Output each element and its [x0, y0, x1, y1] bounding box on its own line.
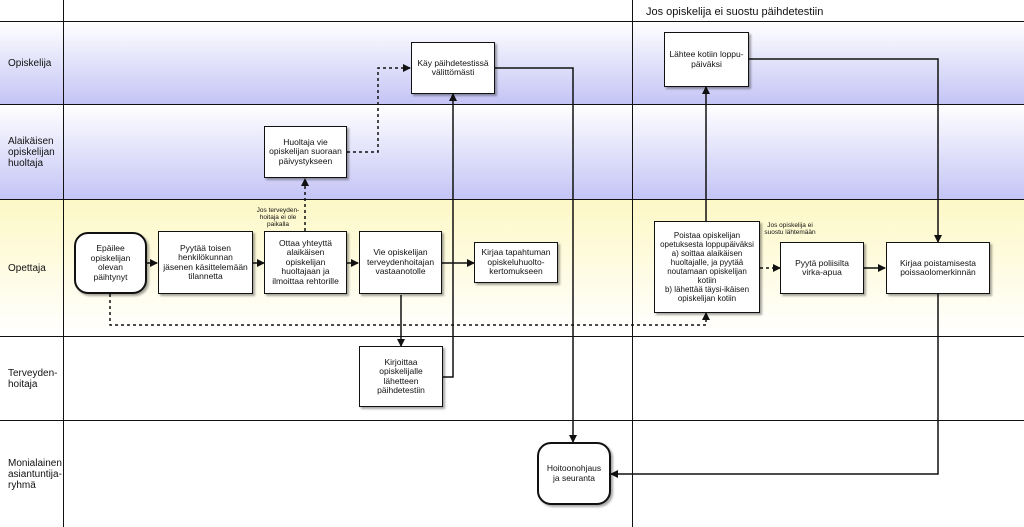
lane-terveydenhoitaja: Terveyden- hoitaja	[0, 337, 1024, 421]
header-divider	[0, 21, 1024, 22]
node-kirjaa-tapahtuman: Kirjaa tapahtuman opiskeluhuolto-kertomu…	[474, 242, 558, 283]
note-opiskelija-ei-suostu-lahtemaan: Jos opiskelija ei suostu lähtemään	[764, 222, 816, 236]
node-pyyta-poliisilta: Pyytä poliisilta virka-apua	[780, 242, 864, 294]
section-title: Jos opiskelija ei suostu päihdetestiin	[646, 6, 824, 18]
section-divider	[632, 0, 633, 527]
node-epailee: Epäilee opiskelijan olevan päihtynyt	[74, 232, 147, 294]
lane-huoltaja: Alaikäisen opiskelijan huoltaja	[0, 105, 1024, 200]
node-poistaa-opiskelijan: Poistaa opiskelijan opetuksesta loppupäi…	[654, 221, 760, 313]
label-column-divider	[63, 0, 64, 527]
lane-label-opettaja: Opettaja	[8, 262, 46, 274]
lane-label-monialainen-ryhma: Monialainen asiantuntija- ryhmä	[8, 457, 62, 491]
lane-label-opiskelija: Opiskelija	[8, 57, 52, 69]
lane-monialainen-ryhma: Monialainen asiantuntija- ryhmä	[0, 421, 1024, 527]
note-terveydenhoitaja-ei-paikalla: Jos terveyden- hoitaja ei ole paikalla	[256, 207, 300, 228]
lane-label-terveydenhoitaja: Terveyden- hoitaja	[8, 367, 58, 390]
node-vie-opiskelijan: Vie opiskelijan terveydenhoitajan vastaa…	[359, 231, 442, 294]
node-huoltaja-vie: Huoltaja vie opiskelijan suoraan päivyst…	[264, 126, 347, 178]
node-lahtee-kotiin: Lähtee kotiin loppu-päiväksi	[664, 32, 749, 87]
node-pyytaa-toisen: Pyytää toisen henkilökunnan jäsenen käsi…	[158, 231, 253, 294]
lane-opiskelija: Opiskelija	[0, 22, 1024, 105]
node-ottaa-yhteytta: Ottaa yhteyttä alaikäisen opiskelijan hu…	[264, 231, 347, 294]
node-kay-paihdetestissa: Käy päihdetestissä välittömästi	[411, 42, 495, 94]
node-hoitoonohjaus: Hoitoonohjaus ja seuranta	[537, 442, 611, 505]
lane-label-huoltaja: Alaikäisen opiskelijan huoltaja	[8, 135, 55, 169]
node-kirjaa-poistamisesta: Kirjaa poistamisesta poissaolomerkinnän	[886, 242, 990, 294]
node-kirjoittaa-lahetteen: Kirjoittaa opiskelijalle lähetteen päihd…	[359, 346, 443, 407]
